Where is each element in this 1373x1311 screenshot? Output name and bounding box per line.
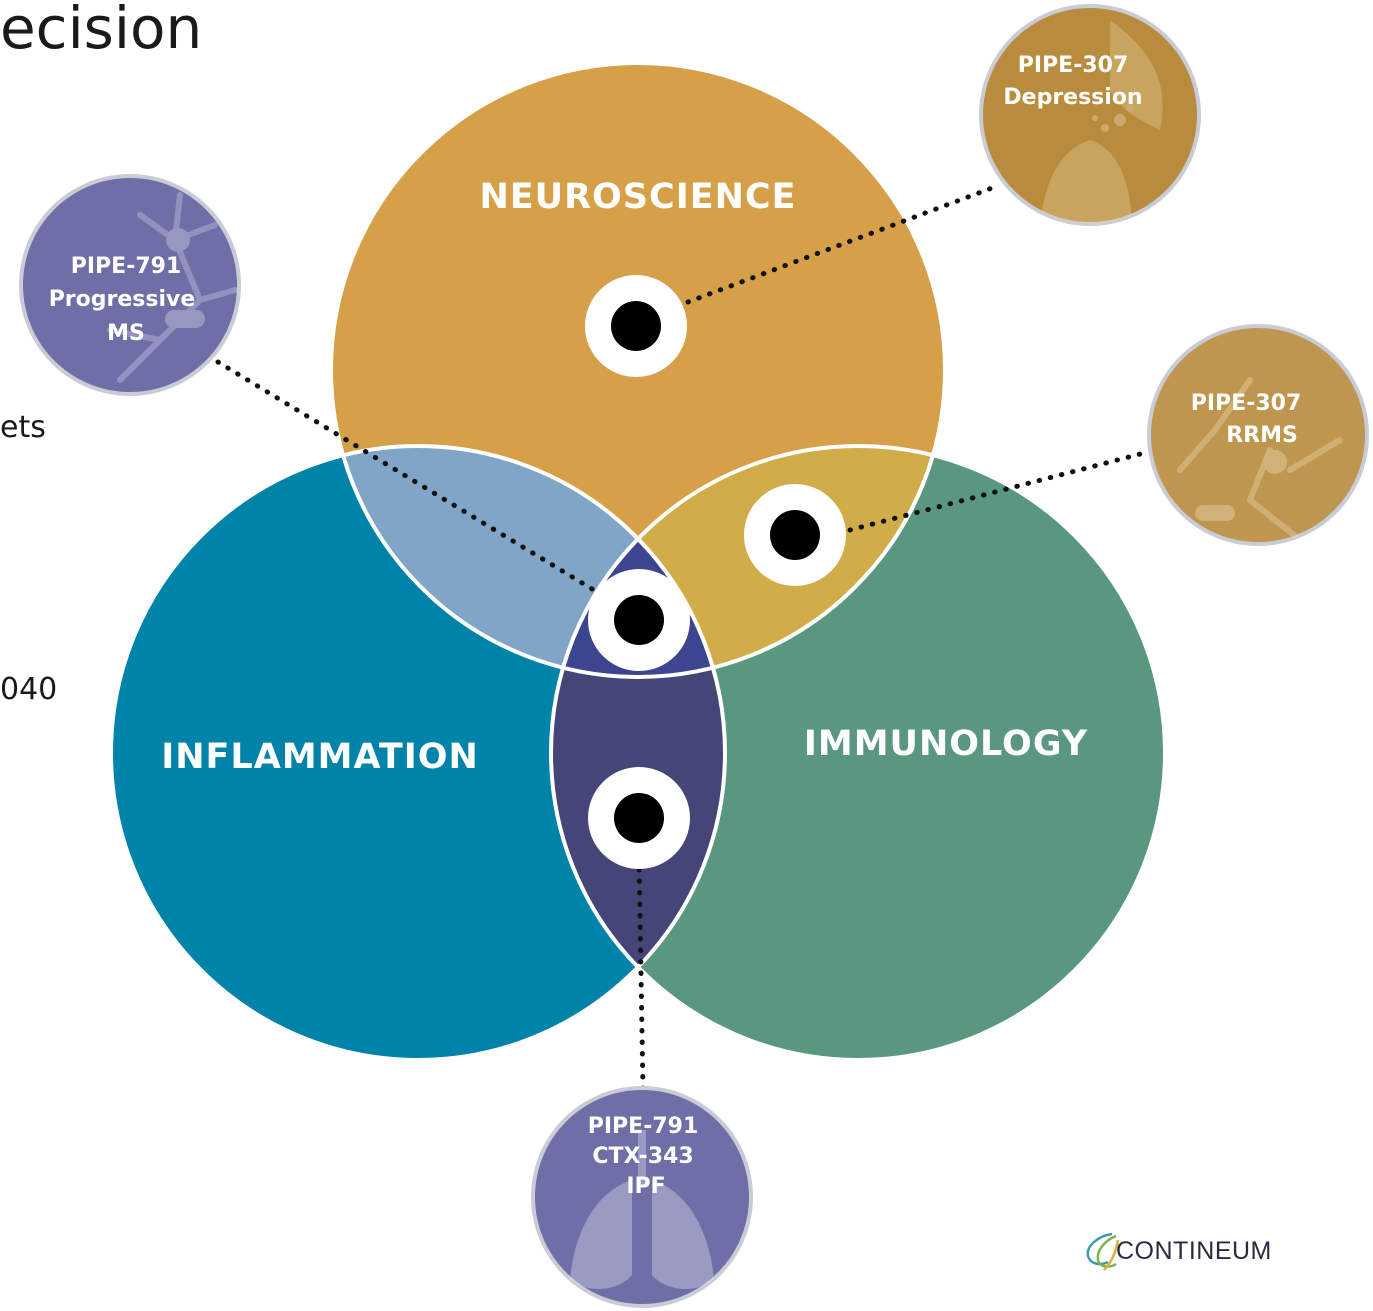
callout-progressive-ms[interactable]: PIPE-791 Progressive MS [19,174,241,396]
connector-progressive-ms [215,359,600,595]
marker-neuro-immunology[interactable] [744,484,846,586]
callout-ipf[interactable]: PIPE-791 CTX-343 IPF [531,1086,753,1308]
callout-progressive-ms-line3: MS [107,321,145,346]
inflammation-label: INFLAMMATION [161,737,479,777]
callout-rrms-line1: PIPE-307 [1191,391,1302,416]
callout-progressive-ms-line2: Progressive [49,287,196,312]
synapse-illustration-icon [1040,140,1132,224]
callout-ipf-line3: IPF [626,1174,665,1199]
contineum-logo-text: CONTINEUM [1116,1237,1272,1265]
connector-ipf [636,855,646,1093]
callout-rrms[interactable]: PIPE-307 RRMS [1147,324,1369,546]
callout-progressive-ms-line1: PIPE-791 [71,254,182,279]
text-fragment-ets: ets [0,410,46,445]
neuron-illustration-icon [1177,377,1343,543]
marker-neuroscience[interactable] [585,275,687,377]
neuroscience-label: NEUROSCIENCE [479,177,796,217]
callout-depression[interactable]: PIPE-307 Depression [979,4,1201,226]
marker-center[interactable] [588,569,690,671]
immunology-label: IMMUNOLOGY [804,724,1088,764]
callout-ipf-line1: PIPE-791 [588,1114,699,1139]
neuron-illustration-icon [107,192,238,383]
overlap-neuro-immunology [551,446,945,677]
marker-inflammation-immunology[interactable] [588,767,690,869]
callout-depression-line2: Depression [1003,85,1142,110]
contineum-logo-icon [1086,1232,1120,1271]
callout-ipf-line2: CTX-343 [592,1144,693,1169]
connector-depression [685,182,1003,305]
lungs-illustration-icon [570,1130,714,1290]
text-fragment-040: 040 [0,672,58,707]
heading-fragment: ecision [0,0,203,62]
callout-rrms-line2: RRMS [1226,423,1298,448]
callout-depression-line1: PIPE-307 [1018,53,1129,78]
overlap-neuro-inflammation [331,446,725,677]
